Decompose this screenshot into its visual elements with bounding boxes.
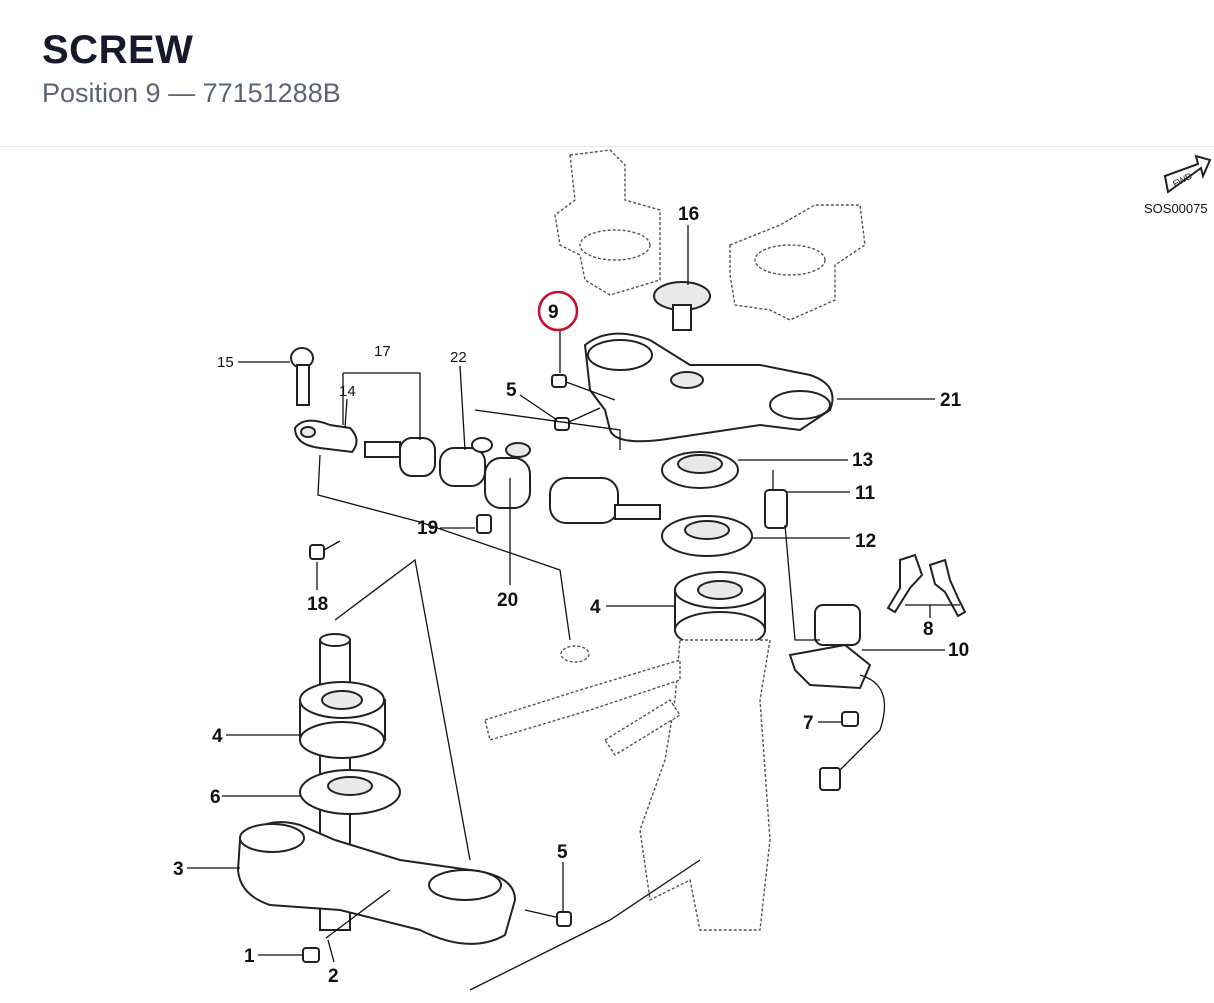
callout-19[interactable]: 19 [417,518,438,539]
callout-16[interactable]: 16 [678,204,699,225]
callout-12[interactable]: 12 [855,531,876,552]
callout-5-lower[interactable]: 5 [557,842,568,863]
callout-18[interactable]: 18 [307,594,328,615]
callout-1[interactable]: 1 [244,946,255,967]
part-14-rod-end [293,419,358,454]
callout-11[interactable]: 11 [855,483,876,504]
callout-10[interactable]: 10 [948,640,969,661]
fwd-arrow-icon: FWD [1163,154,1212,194]
part-4-bearing-lower [299,681,386,759]
callout-13[interactable]: 13 [852,450,873,471]
diagram-code: SOS00075 [1144,201,1208,216]
frame-outline [484,639,771,931]
part-3-lower-triple-clamp [236,821,517,945]
handlebar-clamp-right [729,204,866,321]
callout-17[interactable]: 17 [374,343,391,360]
callout-15[interactable]: 15 [217,354,234,371]
callout-3[interactable]: 3 [173,859,184,880]
callout-6[interactable]: 6 [210,787,221,808]
part-17-damper-body [364,437,436,477]
part-18-screw [309,540,341,560]
part-21-upper-triple-clamp [583,332,834,443]
part-4-bearing-upper [674,571,766,649]
part-11-pin [764,470,788,529]
callout-2[interactable]: 2 [328,966,339,987]
callout-8[interactable]: 8 [923,619,934,640]
part-damper-shaft [549,477,661,524]
part-22-clamp [439,437,493,487]
callout-4-upper[interactable]: 4 [590,597,601,618]
page-title: SCREW [42,28,194,72]
callout-21[interactable]: 21 [940,390,962,411]
part-8-keys [886,553,967,618]
part-5-screw-lower [524,909,572,927]
part-13-ring-nut [661,451,739,489]
part-2-stud [325,889,391,939]
part-20-bushing [484,442,531,509]
handlebar-clamp-left [554,149,661,296]
exploded-parts-diagram: FWD SOS00075 [173,149,1212,991]
part-7-screw [841,711,859,727]
header: SCREW Position 9 — 77151288B [0,0,1214,147]
assembly-guide-lines [317,409,820,991]
part-1-nut [302,947,320,963]
leader-lines [187,225,960,963]
part-16-cap [653,281,711,331]
callout-7[interactable]: 7 [803,713,814,734]
part-6-seal [299,769,401,815]
callout-5-upper[interactable]: 5 [506,380,517,401]
part-15-bolt [290,347,314,406]
part-10-ignition-switch [788,604,886,791]
part-19-screw [476,514,492,534]
callout-20[interactable]: 20 [497,590,518,611]
part-12-washer [661,515,753,557]
callout-9[interactable]: 9 [548,302,559,323]
page-subtitle: Position 9 — 77151288B [42,78,341,108]
highlight-ring [537,290,579,332]
callout-4-lower[interactable]: 4 [212,726,223,747]
part-9-screw [551,374,616,401]
callout-14[interactable]: 14 [339,383,356,400]
callout-22[interactable]: 22 [450,349,467,366]
